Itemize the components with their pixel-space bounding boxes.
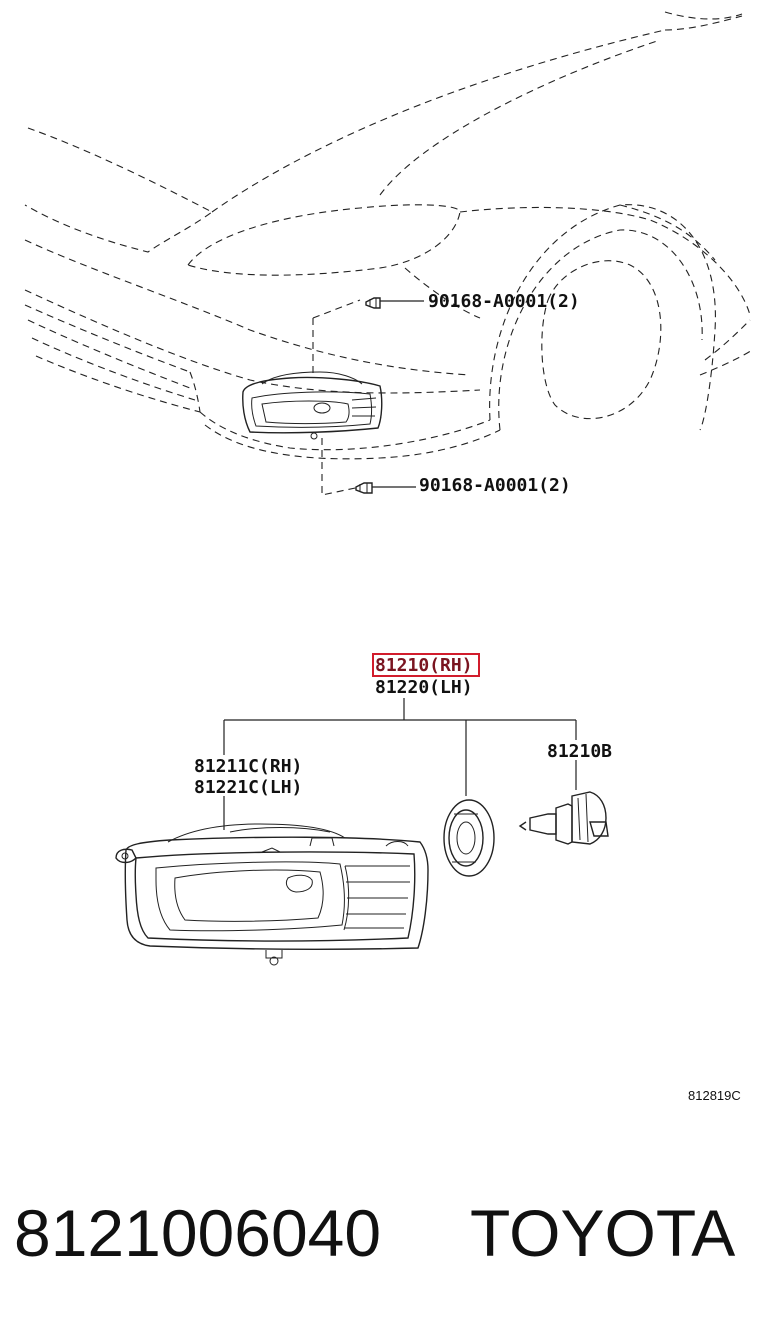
- callout-assy-lh: 81220(LH): [375, 677, 473, 698]
- callout-screw-lower: 90168-A0001(2): [419, 475, 571, 496]
- callout-lens-rh: 81211C(RH): [194, 756, 302, 777]
- socket-ring: [443, 799, 495, 877]
- callout-assy-rh: 81210(RH): [375, 655, 473, 676]
- callout-screw-upper: 90168-A0001(2): [428, 291, 580, 312]
- screw-icon: [365, 297, 424, 309]
- callout-bulb: 81210B: [547, 741, 612, 762]
- brand-name: TOYOTA: [470, 1196, 735, 1270]
- part-number: 8121006040: [14, 1196, 381, 1270]
- callout-lens-lh: 81221C(LH): [194, 777, 302, 798]
- fog-lamp-installed: [242, 371, 383, 440]
- bulb-icon: [518, 791, 609, 845]
- leader-lines: [223, 698, 577, 830]
- figure-reference: 812819C: [688, 1088, 741, 1103]
- fog-lamp-housing: [115, 823, 429, 966]
- highlight-box: [372, 653, 480, 677]
- screw-icon: [355, 482, 416, 494]
- car-front-outline: [24, 11, 753, 496]
